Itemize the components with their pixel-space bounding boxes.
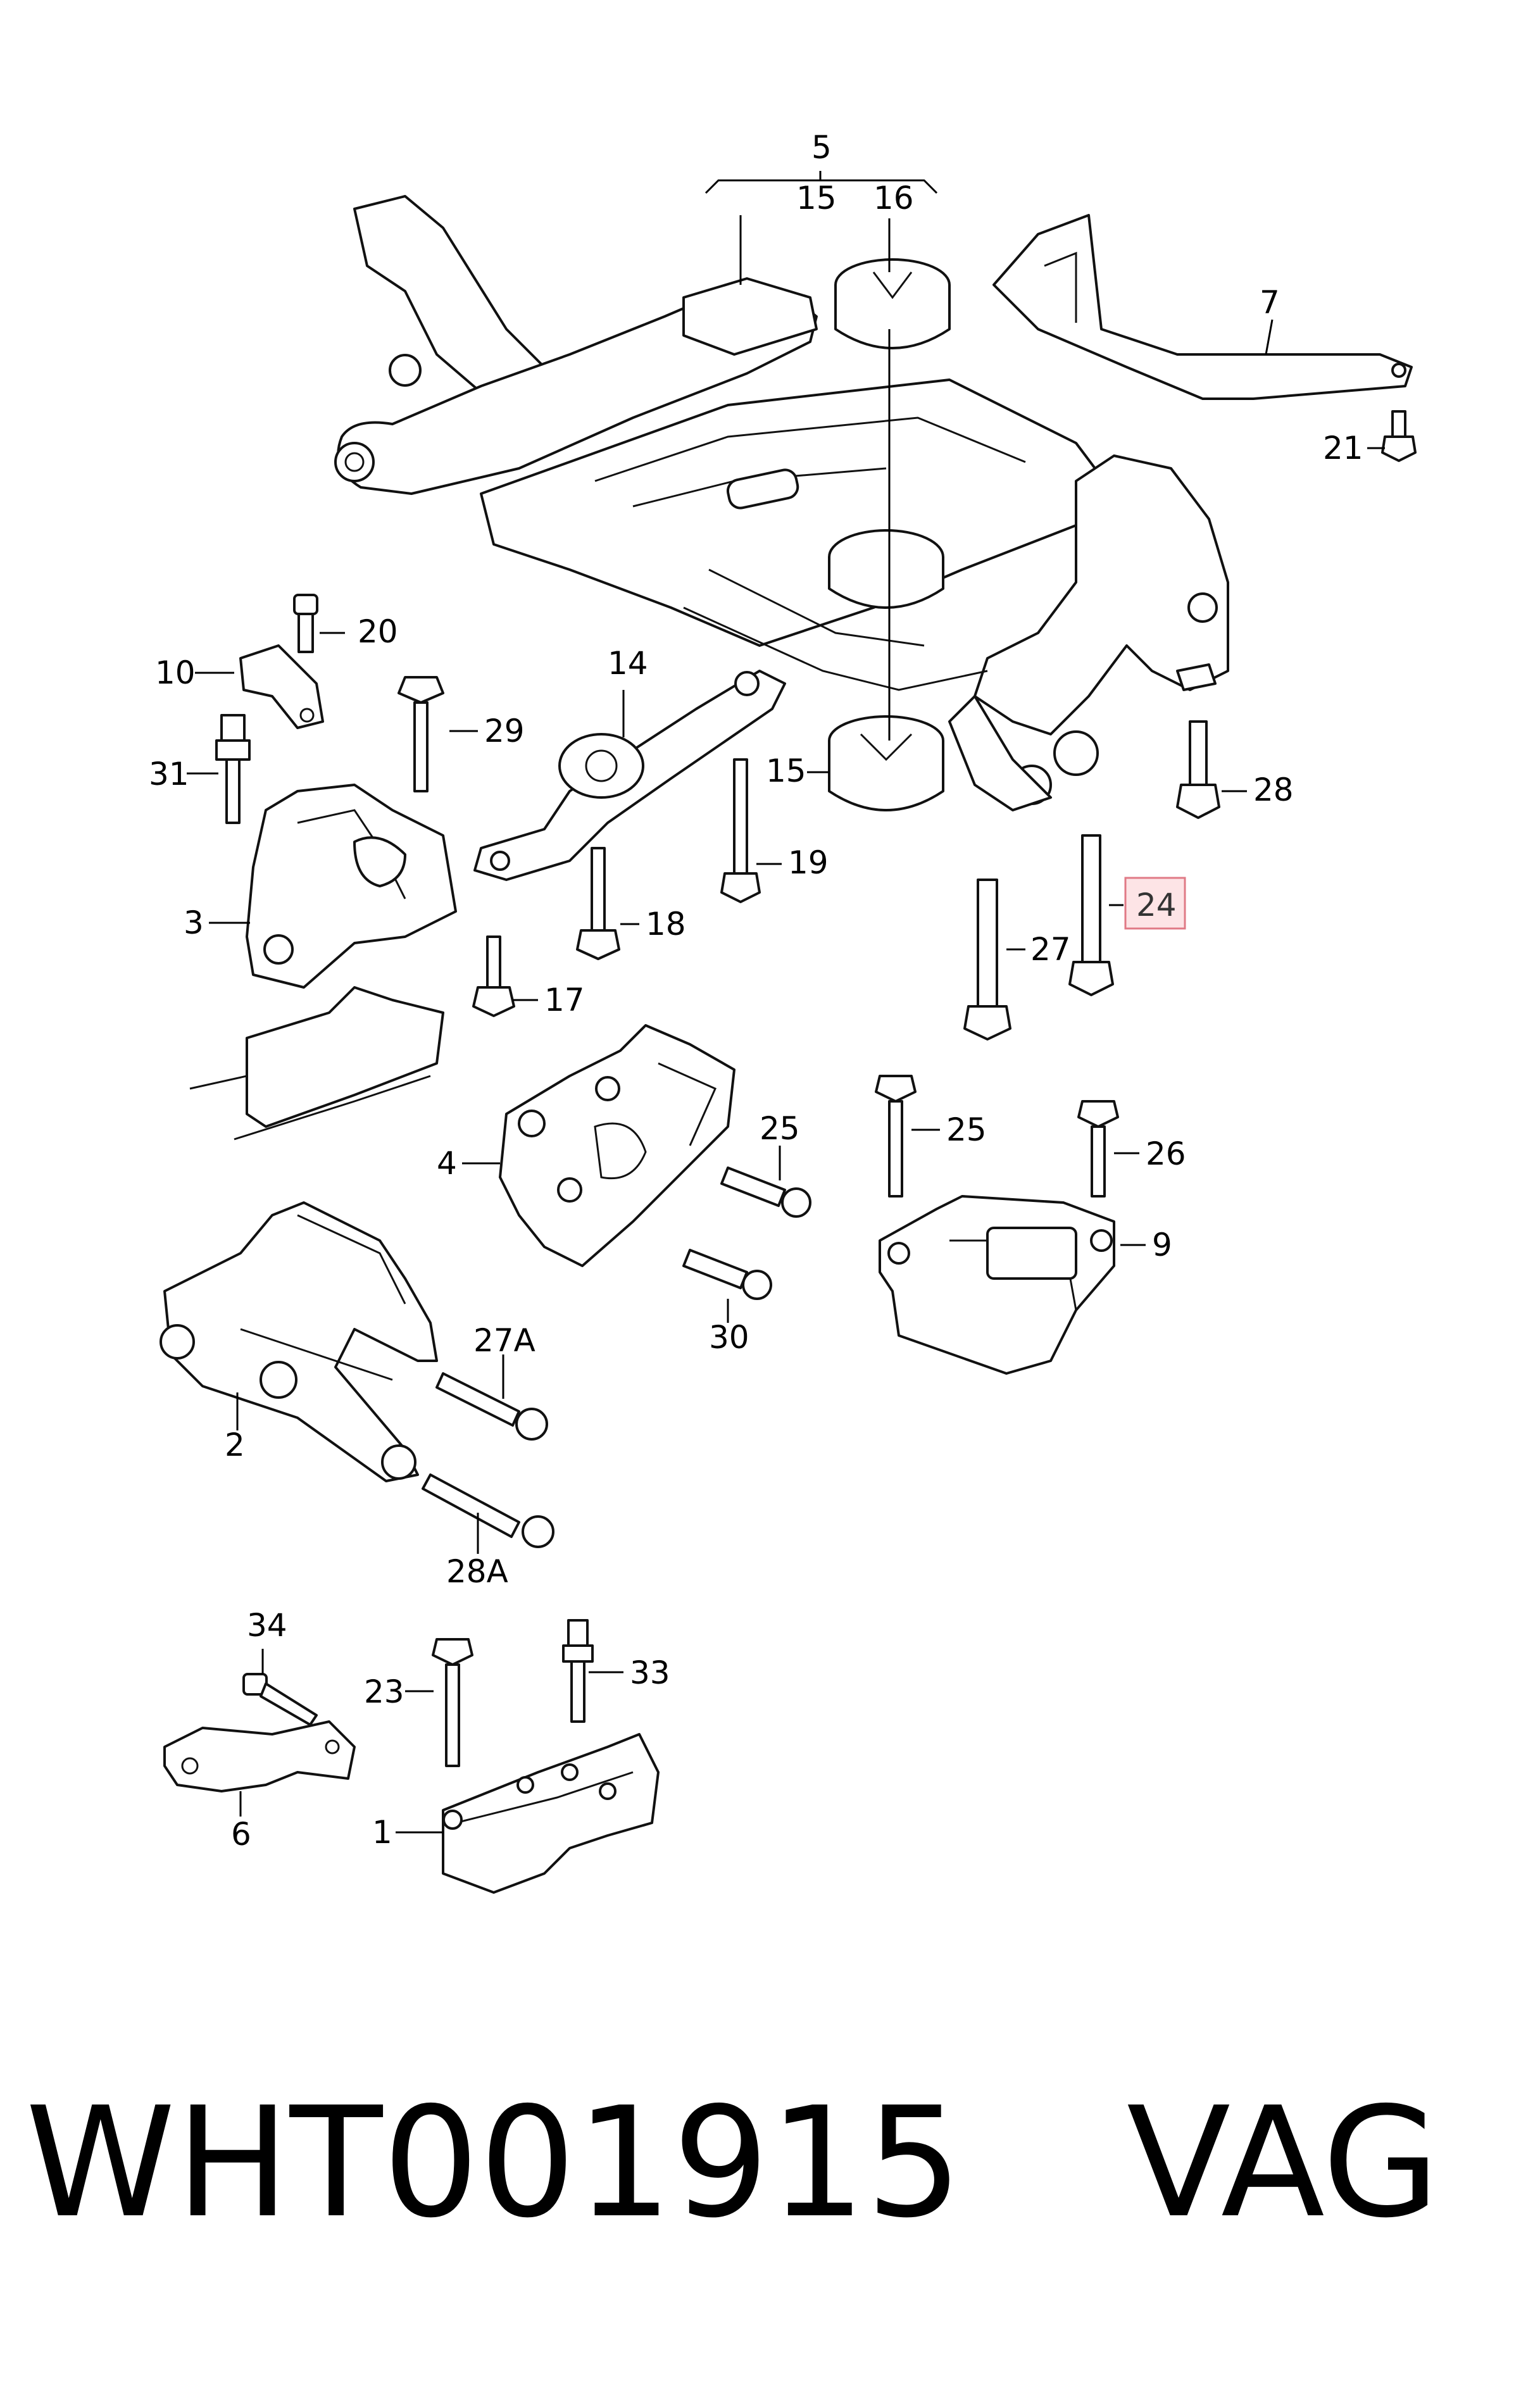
bracket-10 <box>239 644 324 729</box>
label-28A: 28A <box>446 1553 508 1590</box>
bolt-23 <box>432 1638 473 1767</box>
bolt-27A <box>435 1372 548 1441</box>
rubber-mount-16 <box>828 258 951 609</box>
gearbox-mount-9 <box>879 1195 1115 1375</box>
bolt-18 <box>576 847 620 960</box>
label-24-highlighted: 24 <box>1136 887 1177 923</box>
label-9: 9 <box>1152 1227 1172 1263</box>
label-25-right: 25 <box>946 1111 987 1148</box>
label-16: 16 <box>873 180 914 216</box>
engine-mount-3 <box>246 784 457 989</box>
label-28: 28 <box>1253 772 1294 808</box>
bolt-25-left <box>720 1166 811 1218</box>
bolt-17 <box>472 935 515 1017</box>
brand-name: VAG <box>1127 2074 1440 2251</box>
bolt-31 <box>215 714 251 824</box>
label-17: 17 <box>544 982 585 1018</box>
leader-lines <box>187 171 1385 1834</box>
label-33: 33 <box>630 1654 670 1691</box>
rubber-mount-15 <box>828 715 944 811</box>
label-29: 29 <box>484 713 525 749</box>
label-6: 6 <box>231 1816 251 1853</box>
label-23: 23 <box>364 1673 404 1710</box>
bolt-33 <box>562 1619 594 1723</box>
bolt-25-right <box>875 1075 917 1198</box>
bolt-26 <box>1077 1100 1119 1198</box>
label-15-top: 15 <box>796 180 837 216</box>
bracket-7 <box>992 214 1413 400</box>
bolt-28 <box>1176 720 1220 819</box>
label-1: 1 <box>372 1814 392 1851</box>
bolt-34 <box>242 1673 318 1726</box>
label-26: 26 <box>1146 1135 1186 1172</box>
label-27A: 27A <box>473 1322 535 1359</box>
bolt-20 <box>293 594 318 653</box>
label-4: 4 <box>437 1145 457 1182</box>
label-15-bottom: 15 <box>766 753 806 789</box>
label-7: 7 <box>1260 284 1280 321</box>
bolt-27 <box>963 879 1011 1041</box>
torque-rod-14 <box>473 670 786 881</box>
bolt-19 <box>720 758 761 903</box>
label-2: 2 <box>225 1427 245 1463</box>
bolt-21 <box>1381 410 1417 462</box>
label-34: 34 <box>247 1607 287 1644</box>
callout-labels: 5 15 16 7 21 20 10 29 31 14 15 28 19 3 1… <box>149 129 1363 1853</box>
subframe <box>334 195 1229 811</box>
part-number: WHT001915 <box>25 2074 963 2251</box>
bolt-30 <box>682 1249 772 1300</box>
mount-1 <box>442 1733 660 1894</box>
label-31: 31 <box>149 756 189 792</box>
label-18: 18 <box>646 906 686 942</box>
bolt-24 <box>1068 834 1114 996</box>
label-25-left: 25 <box>760 1110 800 1147</box>
body-bracket <box>189 986 444 1141</box>
bracket-4 <box>499 1024 736 1267</box>
label-5: 5 <box>811 129 832 166</box>
bracket-2 <box>160 1201 438 1482</box>
label-27: 27 <box>1030 931 1071 968</box>
label-3: 3 <box>184 904 204 941</box>
label-10: 10 <box>155 654 196 691</box>
bolt-29 <box>398 676 444 792</box>
bolt-28A <box>422 1473 554 1548</box>
highlight-box-24 <box>1124 877 1186 930</box>
label-30: 30 <box>709 1319 749 1356</box>
label-20: 20 <box>358 613 398 650</box>
label-19: 19 <box>788 844 829 881</box>
label-21: 21 <box>1323 430 1363 466</box>
bracket-6 <box>163 1720 356 1792</box>
label-14: 14 <box>608 645 648 682</box>
